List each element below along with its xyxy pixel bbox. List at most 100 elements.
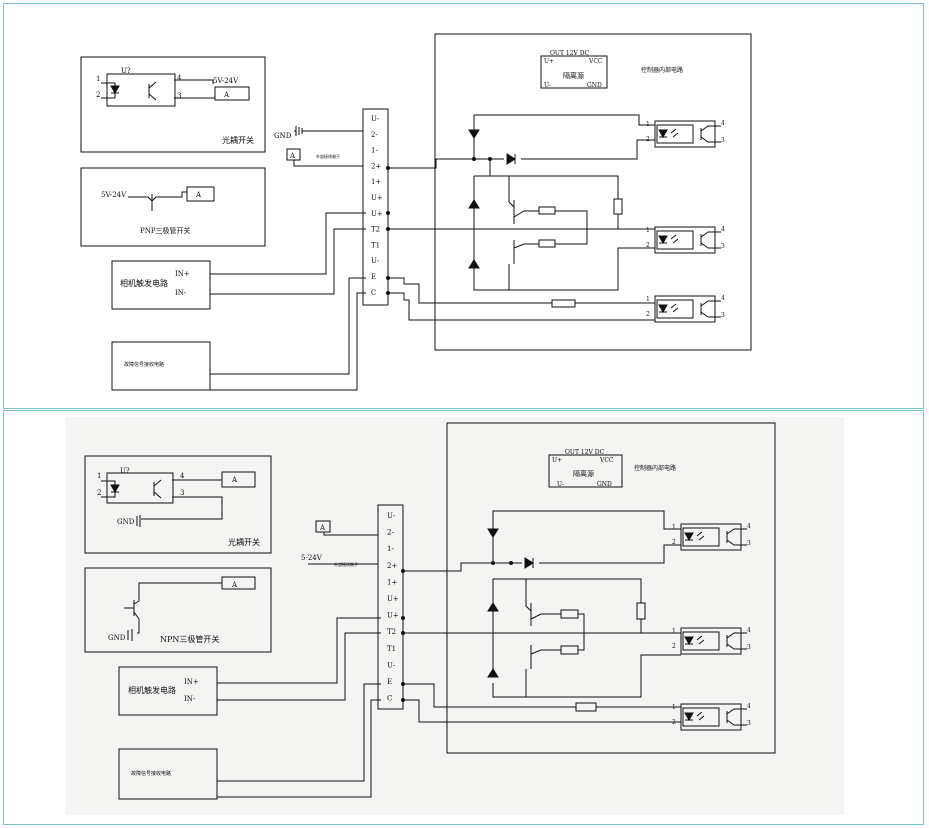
terminal-label: U- (387, 512, 396, 520)
camera-in-minus: IN- (175, 289, 187, 297)
opto-pin-label: 4 (747, 627, 751, 634)
terminal-label: U- (371, 257, 380, 265)
terminal-label: T1 (387, 645, 396, 653)
opto-pin-label: 3 (721, 243, 725, 250)
psu-out-label: OUT 12V DC (550, 50, 590, 57)
opto-pin-label: 4 (721, 226, 725, 233)
psu-vcc: VCC (599, 457, 614, 464)
opto-pin1-label: 1 (96, 75, 100, 83)
camera-title: 相机触发电路 (120, 278, 168, 288)
gnd-label: GND (117, 518, 135, 526)
camera-in-plus: IN+ (184, 678, 199, 686)
terminal-label: C (387, 695, 392, 703)
bottom-camera-circuit: 相机触发电路 IN+ IN- (118, 666, 218, 716)
diode-icon (468, 199, 480, 209)
camera-in-plus: IN+ (175, 270, 190, 278)
npn-gnd-label: GND (108, 634, 126, 642)
psu-uplus: U+ (544, 58, 554, 65)
ext-a-box: A (289, 152, 296, 160)
opto-pin-label: 2 (646, 242, 650, 249)
opto-supply-label: 5V-24V (213, 77, 239, 85)
npn-a-box: A (231, 581, 238, 589)
opto-pin3-label: 3 (177, 92, 181, 100)
pnp-switch-title: PNP三极管开关 (140, 226, 191, 235)
gnd-label: GND (274, 132, 292, 140)
terminal-label: U- (371, 115, 380, 123)
opto-pin4-label: 4 (180, 472, 185, 480)
psu-gnd: GND (597, 481, 612, 488)
top-camera-circuit: 相机触发电路 IN+ IN- (111, 260, 211, 310)
opto-pin-label: 1 (646, 227, 650, 234)
led-icon (684, 636, 694, 646)
opto-pin-label: 3 (721, 312, 725, 319)
opto-pin-label: 3 (747, 644, 751, 651)
controller-title: 控制器内部电路 (634, 464, 676, 472)
opto-pin-label: 1 (672, 628, 676, 635)
opto-part-label: U? (121, 67, 131, 75)
opto-a-box: A (223, 91, 230, 99)
bottom-fault-circuit: 故障信号接收电路 (118, 748, 218, 800)
opto-pin-label: 4 (721, 120, 725, 127)
led-icon (684, 532, 694, 542)
terminal-label: 1- (371, 147, 378, 155)
terminal-label: E (387, 678, 392, 686)
psu-out-label: OUT 12V DC (565, 449, 605, 456)
terminal-label: U+ (371, 194, 383, 202)
led-icon (110, 484, 120, 494)
opto-pin-label: 3 (721, 137, 725, 144)
terminal-label: T1 (371, 241, 380, 249)
ext-terminal-label: 外部接线端子 (316, 153, 340, 159)
terminal-label: 1+ (371, 178, 381, 186)
opto-pin-label: 2 (672, 643, 676, 650)
diode-icon (487, 602, 499, 612)
bottom-npn-switch: A GND NPN三极管开关 (84, 567, 272, 653)
top-diagram-panel: U? 1 2 4 3 5V-24V A 光耦开关 5V-24V A PNP三极管… (3, 3, 924, 409)
diode-icon (506, 153, 516, 165)
opto-pin-label: 2 (646, 311, 650, 318)
psu-name: 隔离源 (563, 71, 584, 80)
terminal-label: E (371, 273, 376, 281)
diode-icon (487, 528, 499, 538)
terminal-label: T2 (387, 628, 396, 636)
terminal-label: U+ (387, 612, 399, 620)
ext-terminal-label: 外部接线端子 (334, 561, 358, 567)
led-icon (658, 304, 668, 314)
controller-title: 控制器内部电路 (641, 66, 683, 74)
top-controller: OUT 12V DC U+ VCC 隔离源 U- GND 控制器内部电路 124… (386, 33, 752, 351)
opto-pin2-label: 2 (97, 489, 101, 497)
terminal-label: 2+ (387, 562, 397, 570)
diode-icon (487, 668, 499, 678)
ext-a-box: A (319, 524, 326, 532)
psu-uminus: U- (557, 481, 564, 488)
opto-pin-label: 4 (721, 295, 725, 302)
npn-switch-title: NPN三极管开关 (160, 634, 219, 644)
terminal-label: 2+ (371, 162, 381, 170)
opto-part-label: U? (120, 467, 130, 475)
opto-pin1-label: 1 (97, 472, 101, 480)
led-icon (110, 85, 120, 95)
camera-in-minus: IN- (184, 695, 196, 703)
psu-uminus: U- (544, 82, 551, 89)
fault-title: 故障信号接收电路 (131, 770, 171, 777)
opto-pin-label: 2 (672, 539, 676, 546)
diode-icon (468, 129, 480, 139)
bottom-controller: OUT 12V DC U+ VCC 隔离源 U- GND 控制器内部电路 124… (401, 422, 776, 754)
opto-switch-title: 光耦开关 (228, 537, 260, 547)
opto-pin3-label: 3 (180, 489, 184, 497)
opto-pin-label: 1 (646, 296, 650, 303)
terminal-label: C (371, 289, 376, 297)
led-icon (684, 712, 694, 722)
opto-pin-label: 3 (747, 540, 751, 547)
camera-title: 相机触发电路 (128, 685, 176, 695)
bottom-schematic: U? 1 2 4 3 A GND 光耦开关 A GND NPN三极管开关 相机触… (84, 422, 776, 800)
pnp-a-box: A (195, 191, 202, 199)
terminal-label: 2- (371, 131, 378, 139)
diode-icon (468, 259, 480, 269)
led-icon (658, 129, 668, 139)
led-icon (658, 235, 668, 245)
top-fault-circuit: 故障信号接收电路 (111, 341, 211, 391)
opto-a-box: A (231, 476, 238, 484)
opto-pin-label: 1 (672, 524, 676, 531)
fault-title: 故障信号接收电路 (124, 361, 164, 368)
